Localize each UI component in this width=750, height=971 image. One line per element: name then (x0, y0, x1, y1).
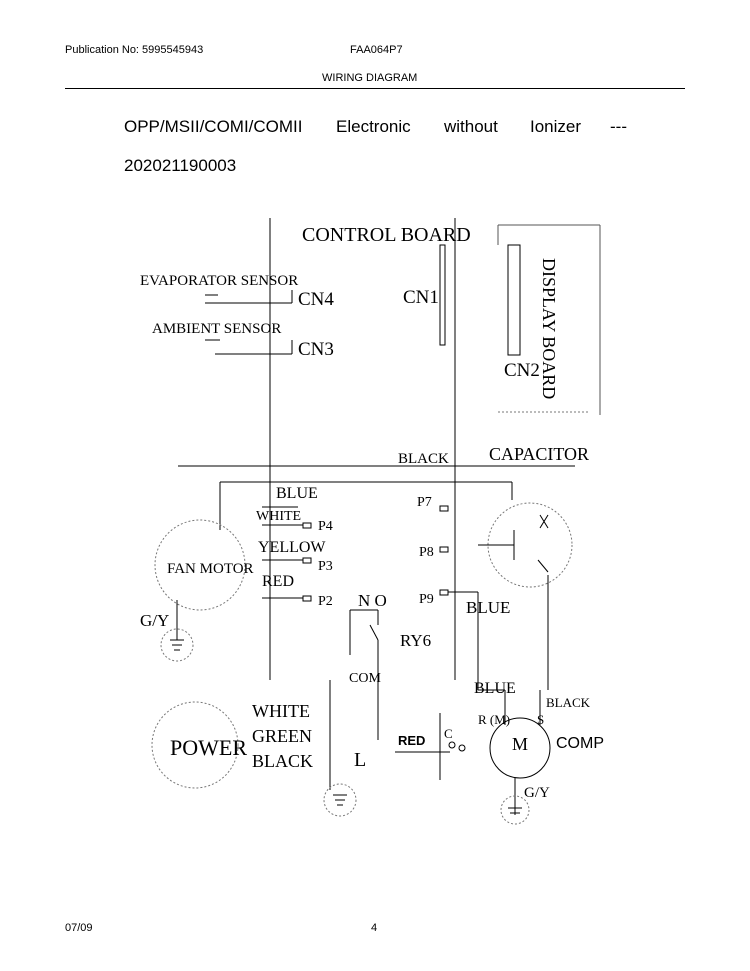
p3-label: P3 (318, 559, 333, 574)
r-m-label: R (M) (478, 712, 510, 727)
blue-p9-wire-label: BLUE (466, 598, 510, 617)
yellow-wire-label: YELLOW (258, 539, 326, 556)
evaporator-sensor-label: EVAPORATOR SENSOR (140, 273, 298, 289)
control-board-label: CONTROL BOARD (302, 224, 471, 246)
title-line-2: 202021190003 (124, 156, 237, 175)
p2-label: P2 (318, 594, 333, 609)
cn4-label: CN4 (298, 289, 334, 310)
ambient-sensor-label: AMBIENT SENSOR (152, 321, 281, 337)
compressor-m-label: M (512, 734, 528, 754)
cn2-label: CN2 (504, 360, 540, 381)
publication-number: Publication No: 5995545943 (65, 44, 204, 56)
gy-comp-label: G/Y (524, 785, 550, 801)
section-title: WIRING DIAGRAM (322, 72, 418, 84)
black-comp-wire-label: BLACK (546, 695, 591, 710)
white-fan-wire-label: WHITE (256, 509, 301, 524)
blue-comp-wire-label: BLUE (474, 680, 516, 697)
title-word-2: Electronic (336, 117, 411, 136)
power-label: POWER (170, 735, 247, 760)
l-label: L (354, 749, 366, 771)
red-comp-wire-label: RED (398, 733, 425, 748)
red-fan-wire-label: RED (262, 573, 294, 590)
title-word-5: --- (610, 117, 627, 136)
s-label: S (537, 712, 544, 727)
black-wire-top-label: BLACK (398, 451, 449, 467)
cn3-label: CN3 (298, 339, 334, 360)
green-wire-label: GREEN (252, 726, 312, 746)
p9-label: P9 (419, 592, 434, 607)
title-word-1: OPP/MSII/COMI/COMII (124, 117, 303, 136)
gy-fan-label: G/Y (140, 611, 169, 630)
fan-motor-label: FAN MOTOR (167, 561, 254, 577)
title-word-3: without (444, 117, 498, 136)
header-rule (65, 88, 685, 89)
footer-date: 07/09 (65, 922, 93, 934)
ry6-label: RY6 (400, 631, 431, 650)
blue-wire-top-label: BLUE (276, 485, 318, 502)
comp-label: COMP (556, 735, 604, 752)
model-number: FAA064P7 (350, 44, 403, 56)
p4-label: P4 (318, 519, 333, 534)
c-label: C (444, 726, 453, 741)
black-power-wire-label: BLACK (252, 751, 313, 771)
com-label: COM (349, 671, 381, 686)
no-label: N O (358, 591, 387, 610)
white-power-wire-label: WHITE (252, 701, 310, 721)
cn1-label: CN1 (403, 287, 439, 308)
display-board-label: DISPLAY BOARD (539, 258, 559, 399)
p7-label: P7 (417, 495, 432, 510)
p8-label: P8 (419, 545, 434, 560)
title-word-4: Ionizer (530, 117, 582, 136)
page-number: 4 (371, 922, 378, 934)
capacitor-label: CAPACITOR (489, 444, 589, 464)
